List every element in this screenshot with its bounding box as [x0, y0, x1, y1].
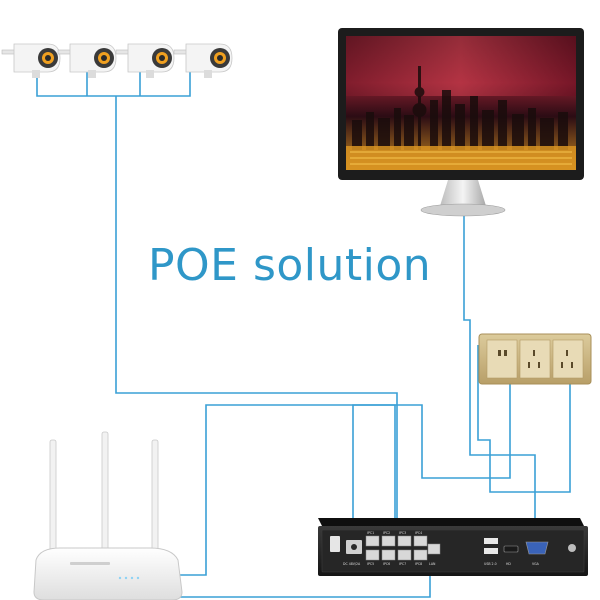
power-switch-icon: [330, 536, 340, 552]
usb-port-icon: [484, 548, 498, 554]
cameras: [1, 43, 233, 78]
port-label-ipc5: IPC5: [367, 562, 374, 566]
vga-port-icon: [525, 541, 549, 555]
bullet-camera-icon: [173, 43, 233, 78]
ground-screw-icon: [568, 544, 576, 552]
diagram-title: POE solution: [148, 240, 432, 291]
city-skyline: [352, 66, 568, 150]
port-label-ipc4: IPC4: [415, 531, 422, 535]
label-vga: VGA: [532, 562, 540, 566]
port-label-ipc1: IPC1: [367, 531, 374, 535]
socket-to-nvr-power-cable: [352, 382, 511, 540]
wifi-router-icon: [33, 431, 183, 600]
socket-to-monitor-power-cable: [477, 345, 571, 493]
port-label-ipc7: IPC7: [399, 562, 406, 566]
label-hd: HD: [506, 562, 511, 566]
monitor-stand: [440, 180, 486, 206]
hdmi-port-icon: [503, 545, 519, 553]
port-label-ipc2: IPC2: [383, 531, 390, 535]
monitor-icon: [338, 28, 584, 217]
bullet-camera-icon: [115, 43, 175, 78]
usb-port-icon: [484, 538, 498, 544]
port-label-ipc3: IPC3: [399, 531, 406, 535]
camera-bus-cable: [36, 72, 191, 97]
lan-port-icon: [427, 543, 441, 555]
poe-port-block: [365, 535, 428, 561]
wall-socket-icon: [478, 333, 592, 385]
bullet-camera-icon: [1, 43, 61, 78]
port-label-ipc6: IPC6: [383, 562, 390, 566]
poe-nvr-icon: IPC1 IPC2 IPC3 IPC4 IPC5 IPC6 IPC7 IPC8 …: [318, 518, 588, 576]
camera-to-nvr-cable: [115, 96, 398, 528]
bullet-camera-icon: [57, 43, 117, 78]
label-dc: DC 48V/2A: [343, 562, 361, 566]
label-usb: USB 2.0: [484, 562, 497, 566]
monitor-to-vga-cable: [463, 212, 536, 545]
router-to-nvr-cable: [178, 404, 396, 576]
port-label-ipc8: IPC8: [415, 562, 422, 566]
label-lan: LAN: [429, 562, 436, 566]
